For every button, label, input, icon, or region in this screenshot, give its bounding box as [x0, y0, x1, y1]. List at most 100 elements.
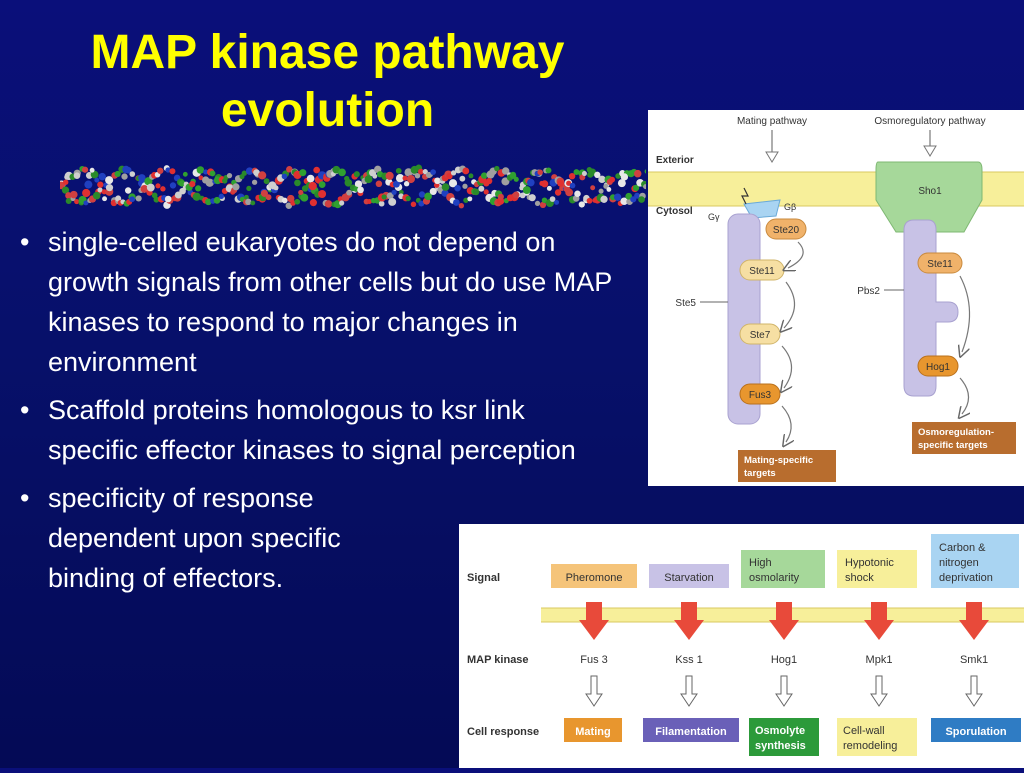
helix-atom — [494, 165, 500, 172]
red-arrow-icon — [959, 602, 989, 640]
helix-atom — [581, 171, 587, 177]
helix-atom — [332, 165, 341, 174]
helix-atom — [140, 185, 149, 193]
helix-atom — [294, 179, 301, 187]
helix-atom — [448, 179, 458, 188]
response-text: synthesis — [755, 740, 806, 752]
helix-atom — [344, 178, 353, 187]
ste5-label: Ste5 — [675, 298, 696, 309]
helix-atom — [463, 197, 469, 203]
helix-atom — [157, 167, 164, 174]
pbs2-scaffold — [903, 219, 959, 397]
helix-atom — [486, 177, 493, 185]
helix-atom — [82, 188, 91, 198]
helix-atom — [84, 180, 93, 189]
helix-atom — [299, 169, 307, 177]
helix-atom — [385, 171, 394, 180]
helix-atom — [189, 181, 196, 188]
helix-atom — [89, 167, 95, 173]
response-text: remodeling — [843, 740, 897, 752]
g-gamma-label: Gγ — [708, 212, 720, 222]
helix-atom — [174, 191, 182, 199]
helix-atom — [226, 172, 233, 179]
helix-atom — [483, 189, 489, 195]
helix-atom — [509, 171, 517, 178]
kinase-text: Fus 3 — [580, 654, 608, 666]
helix-atom — [308, 181, 317, 191]
helix-atom — [62, 179, 69, 185]
helix-atom — [165, 167, 171, 173]
helix-atom — [357, 186, 364, 194]
helix-atom — [192, 192, 201, 201]
helix-atom — [513, 176, 519, 182]
curved-arrow-icon — [781, 405, 791, 442]
response-box — [643, 718, 739, 742]
signal-text: Carbon & — [939, 542, 986, 554]
helix-atom — [446, 172, 453, 180]
helix-atom — [537, 169, 543, 175]
helix-atom — [129, 171, 136, 177]
curved-arrow-icon — [960, 377, 969, 414]
helix-atom — [424, 192, 432, 201]
helix-atom — [313, 166, 320, 174]
ste20-label: Ste20 — [773, 225, 800, 236]
helix-atom — [565, 188, 574, 197]
helix-atom — [124, 166, 132, 174]
helix-atom — [630, 196, 637, 203]
helix-atom — [205, 178, 214, 187]
curved-arrow-icon — [784, 281, 796, 328]
pathway-diagram: Mating pathway Osmoregulatory pathway Ex… — [648, 110, 1024, 486]
signal-text: Starvation — [664, 572, 714, 584]
helix-atom — [392, 180, 400, 188]
helix-atom — [105, 176, 114, 185]
mating-targets-line-1: Mating-specific — [744, 455, 813, 466]
down-arrow-icon — [775, 675, 793, 707]
response-text: Sporulation — [945, 726, 1006, 738]
helix-atom — [105, 184, 114, 192]
helix-atom — [634, 192, 641, 199]
lightning-icon — [741, 187, 749, 205]
helix-atom — [554, 189, 562, 196]
red-arrow-icon — [769, 602, 799, 640]
helix-atom — [539, 201, 547, 209]
helix-atom — [146, 183, 155, 192]
response-text: Mating — [575, 726, 610, 738]
helix-atom — [403, 181, 410, 187]
helix-atom — [554, 199, 560, 205]
red-arrow-icon — [674, 602, 704, 640]
curved-arrow-icon — [788, 241, 804, 268]
helix-atom — [73, 172, 81, 180]
ste11-left-label: Ste11 — [749, 266, 775, 277]
helix-atom — [300, 193, 309, 202]
signal-box — [837, 550, 917, 588]
response-text: Filamentation — [655, 726, 727, 738]
sho1-label: Sho1 — [918, 186, 942, 197]
helix-atom — [339, 200, 345, 206]
bullet-item: •single-celled eukaryotes do not depend … — [20, 227, 612, 377]
helix-atom — [138, 174, 146, 182]
bullet-text-line: dependent upon specific — [48, 523, 341, 553]
helix-atom — [354, 180, 363, 188]
bullet-item: • specificity of response dependent upon… — [18, 478, 618, 598]
helix-atom — [598, 175, 606, 184]
helix-atom — [124, 187, 132, 194]
signal-response-diagram: Signal MAP kinase Cell response Pheromon… — [459, 524, 1024, 768]
helix-atom — [265, 194, 272, 201]
helix-atom — [155, 183, 161, 189]
response-box — [564, 718, 622, 742]
helix-atom — [613, 193, 622, 201]
helix-atom — [472, 188, 480, 196]
helix-atom — [209, 170, 216, 177]
helix-atom — [346, 189, 353, 196]
column-high-osmolarity: High osmolarity Hog1 Osmolyte synthesis — [741, 550, 825, 756]
helix-atom — [406, 174, 416, 184]
helix-atom — [135, 195, 142, 202]
helix-atom — [309, 199, 317, 207]
response-box — [931, 718, 1021, 742]
bullet-text: single-celled eukaryotes do not depend o… — [48, 227, 612, 377]
g-protein — [743, 199, 781, 219]
kinase-row-label: MAP kinase — [467, 654, 529, 666]
helix-atom — [196, 166, 205, 174]
helix-atom — [92, 191, 101, 200]
signal-row-label: Signal — [467, 572, 500, 584]
